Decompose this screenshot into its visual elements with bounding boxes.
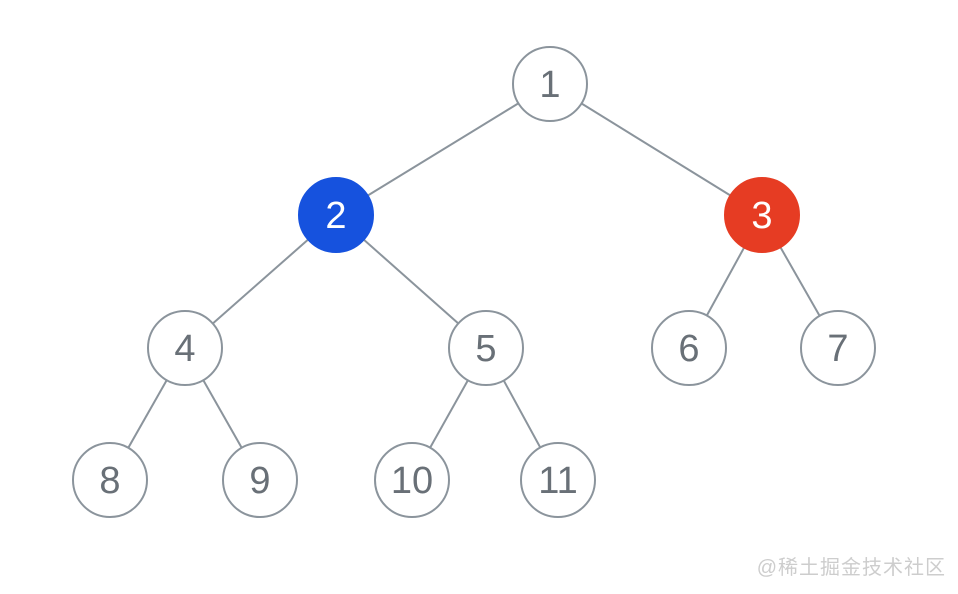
tree-node-1: 1 [512,46,588,122]
tree-node-label-5: 5 [475,328,496,370]
tree-node-10: 10 [374,442,450,518]
tree-node-circle-4 [147,310,223,386]
tree-node-label-11: 11 [538,460,577,502]
tree-node-8: 8 [72,442,148,518]
tree-node-label-10: 10 [391,460,433,502]
tree-node-circle-8 [72,442,148,518]
tree-node-circle-3 [724,177,800,253]
tree-node-circle-5 [448,310,524,386]
tree-node-9: 9 [222,442,298,518]
tree-node-label-8: 8 [99,460,120,502]
tree-node-label-6: 6 [678,328,699,370]
tree-node-label-1: 1 [539,64,560,106]
tree-node-11: 11 [520,442,596,518]
tree-node-5: 5 [448,310,524,386]
watermark-text: @稀土掘金技术社区 [756,557,946,579]
tree-node-label-2: 2 [325,195,346,237]
tree-node-circle-1 [512,46,588,122]
tree-node-3: 3 [724,177,800,253]
tree-node-label-7: 7 [827,328,848,370]
tree-node-circle-6 [651,310,727,386]
tree-node-6: 6 [651,310,727,386]
tree-node-2: 2 [298,177,374,253]
tree-node-circle-7 [800,310,876,386]
tree-node-4: 4 [147,310,223,386]
tree-node-circle-11 [520,442,596,518]
tree-node-7: 7 [800,310,876,386]
tree-node-label-3: 3 [751,195,772,237]
tree-node-label-9: 9 [249,460,270,502]
tree-edge-1-3 [549,83,763,216]
tree-node-circle-9 [222,442,298,518]
tree-node-label-4: 4 [174,328,195,370]
tree-node-circle-2 [298,177,374,253]
tree-edge-1-2 [335,83,551,216]
tree-node-circle-10 [374,442,450,518]
